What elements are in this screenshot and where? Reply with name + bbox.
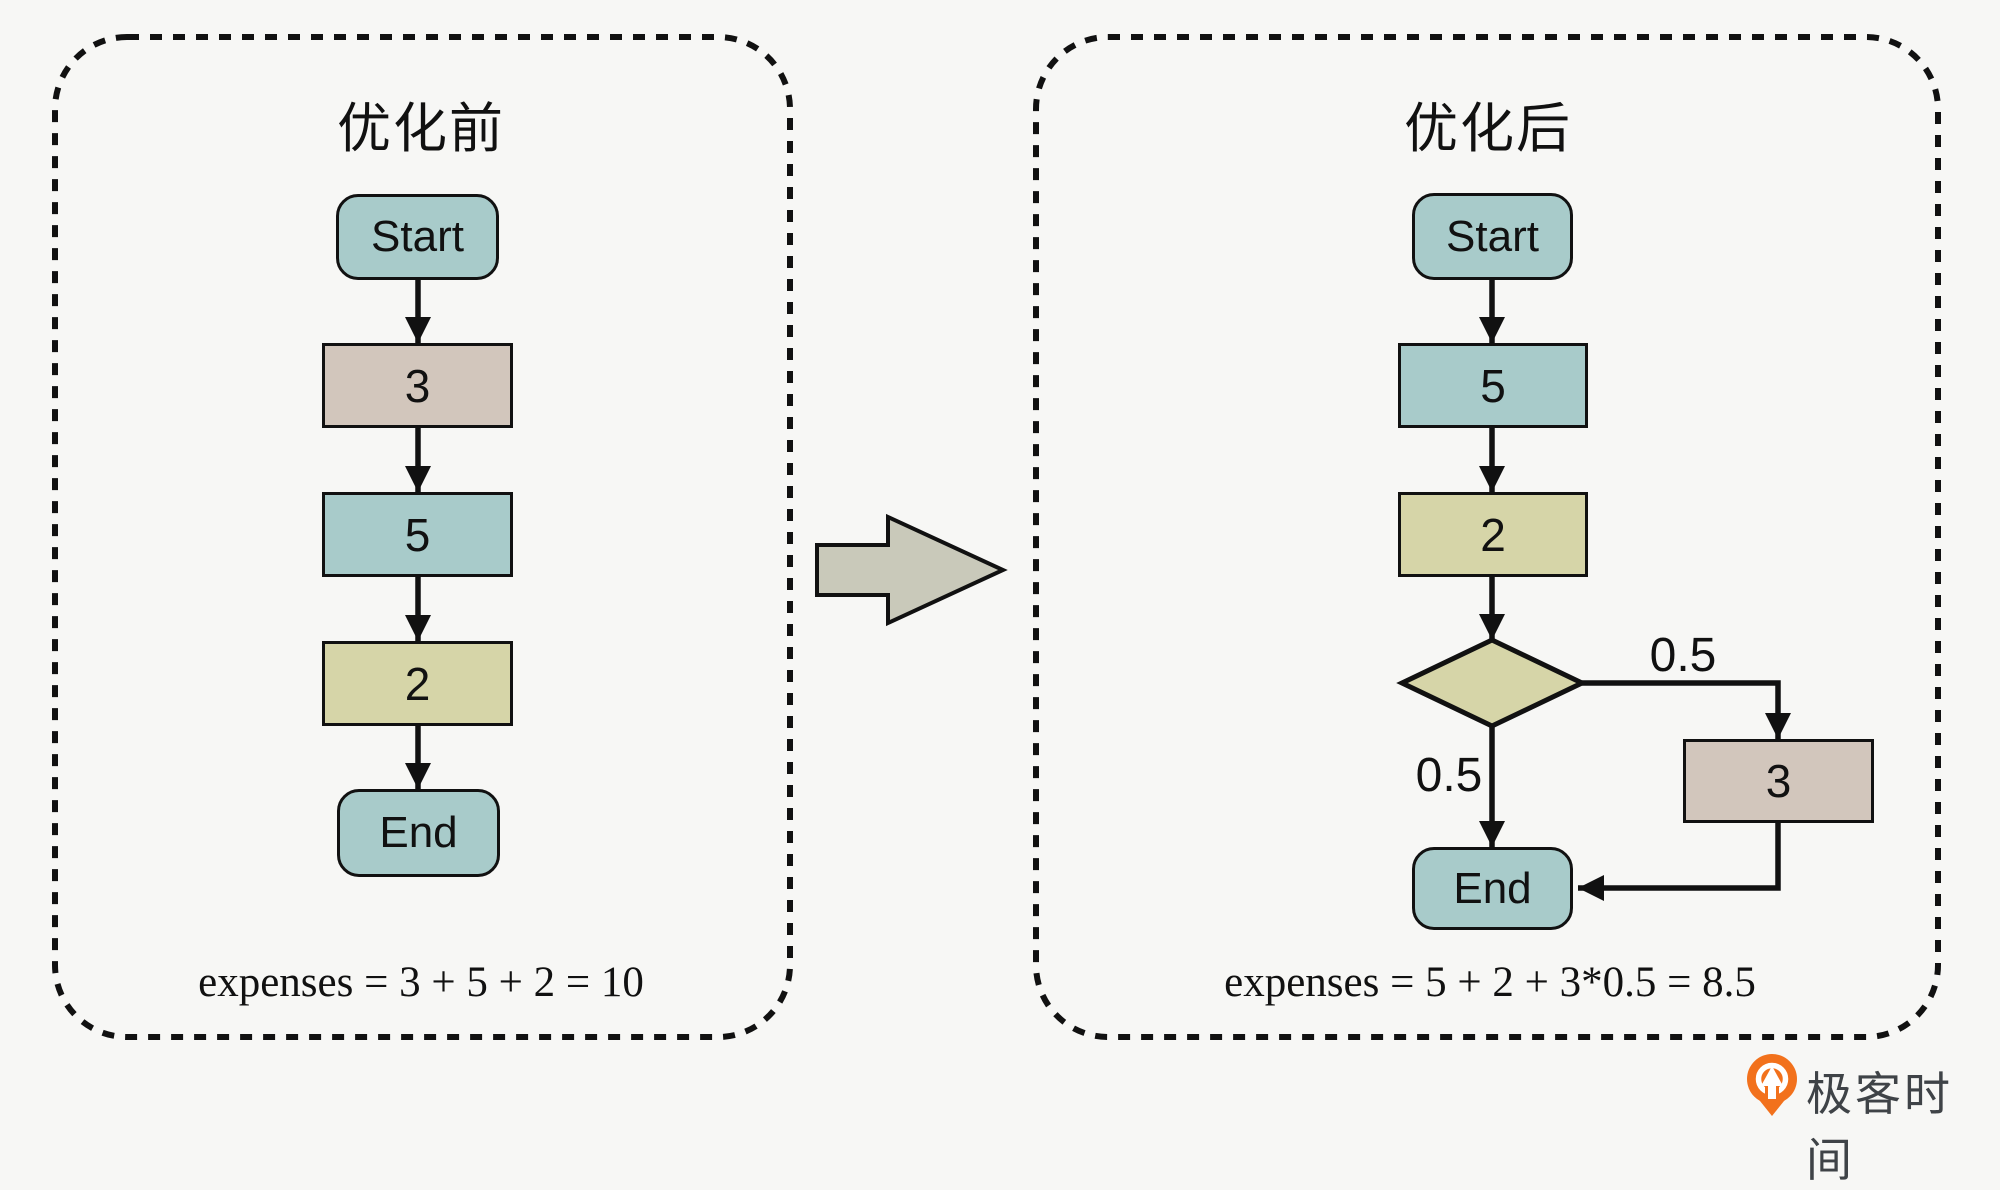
geektime-logo-text: 极客时间	[1806, 1068, 1953, 1186]
before-end-node: End	[337, 789, 500, 877]
diagram-shapes-layer	[52, 34, 1941, 1116]
after-step-5-node: 5	[1398, 343, 1588, 428]
before-panel-title: 优化前	[337, 99, 505, 159]
after-step-5-label: 5	[1480, 359, 1506, 412]
after-step-3-node: 3	[1683, 739, 1874, 823]
after-step-3-label: 3	[1765, 755, 1792, 807]
before-expenses-formula: expenses = 3 + 5 + 2 = 10	[198, 959, 644, 1006]
after-expenses-formula: expenses = 5 + 2 + 3*0.5 = 8.5	[1224, 959, 1756, 1006]
before-step-5-label: 5	[404, 508, 431, 561]
before-step-2-label: 2	[404, 657, 431, 710]
before-start-label: Start	[371, 212, 464, 261]
branch-probability-down: 0.5	[1415, 749, 1483, 802]
after-arrow-3-to-end	[1578, 823, 1781, 901]
after-step-2-node: 2	[1398, 492, 1588, 577]
before-end-label: End	[379, 808, 458, 857]
after-start-label: Start	[1446, 211, 1539, 261]
after-flow-connectors	[1479, 280, 1791, 901]
geektime-logo-icon	[1747, 1054, 1797, 1116]
transform-arrow	[815, 513, 1008, 627]
after-start-node: Start	[1412, 193, 1573, 280]
before-step-3-label: 3	[404, 359, 431, 412]
optimization-comparison-diagram: 优化前 Start 3 5 2 End expenses = 3 + 5 + 2…	[52, 34, 1950, 1186]
before-step-3-node: 3	[322, 343, 513, 428]
before-step-2-node: 2	[322, 641, 513, 726]
after-end-node: End	[1412, 847, 1573, 930]
after-panel-title: 优化后	[1404, 99, 1572, 159]
after-panel-border	[1033, 34, 1941, 1040]
logo-pin-tail	[1756, 1096, 1788, 1116]
logo-arrow-head	[1761, 1066, 1783, 1086]
logo-arrow-shaft	[1768, 1084, 1776, 1099]
after-end-label: End	[1453, 863, 1532, 913]
after-arrow-decision-to-3	[1582, 680, 1791, 739]
before-panel-border	[52, 34, 793, 1040]
before-start-node: Start	[336, 194, 499, 280]
before-step-5-node: 5	[322, 492, 513, 577]
branch-probability-right: 0.5	[1649, 629, 1717, 682]
decision-diamond	[1396, 637, 1588, 729]
after-step-2-label: 2	[1480, 508, 1506, 561]
